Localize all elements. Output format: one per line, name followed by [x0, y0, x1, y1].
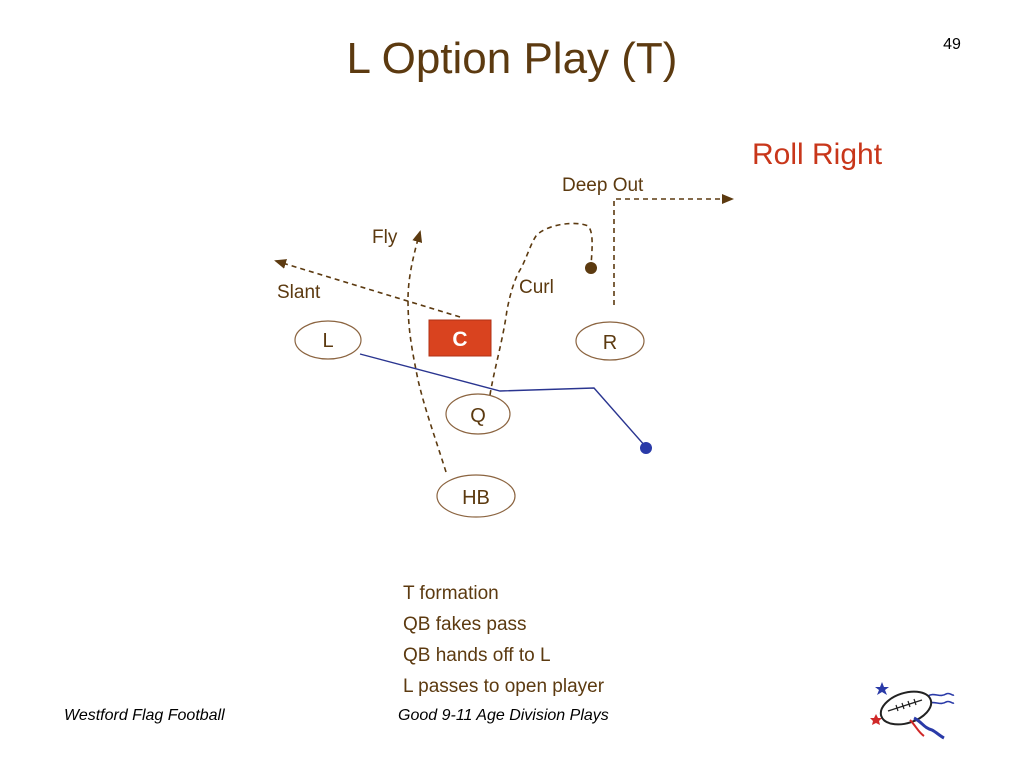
player-quarterback-label: Q [470, 405, 486, 427]
player-left: L [294, 320, 362, 360]
curl-end-dot [585, 262, 597, 274]
player-halfback: HB [436, 474, 516, 518]
play-note: L passes to open player [403, 676, 605, 697]
page-number: 49 [943, 36, 961, 53]
route-deep-out [613, 194, 734, 305]
route-label-fly: Fly [372, 227, 398, 248]
roll-direction-label: Roll Right [752, 138, 883, 171]
footer-title: Good 9-11 Age Division Plays [398, 707, 609, 724]
player-center: C [428, 319, 492, 357]
player-center-label: C [452, 328, 467, 351]
play-notes: T formation QB fakes pass QB hands off t… [403, 578, 604, 702]
route-label-deep-out: Deep Out [562, 175, 644, 196]
pass-target-dot [640, 442, 652, 454]
route-curl [489, 222, 593, 396]
player-halfback-label: HB [462, 487, 490, 509]
play-note: QB hands off to L [403, 645, 551, 666]
pass-path [359, 353, 647, 448]
slide-title: L Option Play (T) [346, 34, 678, 83]
player-right: R [575, 321, 645, 361]
route-label-slant: Slant [277, 282, 321, 303]
route-fly [407, 230, 447, 473]
player-right-label: R [603, 332, 617, 354]
play-note: T formation [403, 583, 499, 604]
player-quarterback: Q [445, 393, 511, 435]
player-left-label: L [322, 330, 333, 352]
wff-football-logo-icon [870, 682, 955, 740]
route-label-curl: Curl [519, 277, 554, 298]
footer-organization: Westford Flag Football [64, 707, 225, 724]
play-note: QB fakes pass [403, 614, 527, 635]
